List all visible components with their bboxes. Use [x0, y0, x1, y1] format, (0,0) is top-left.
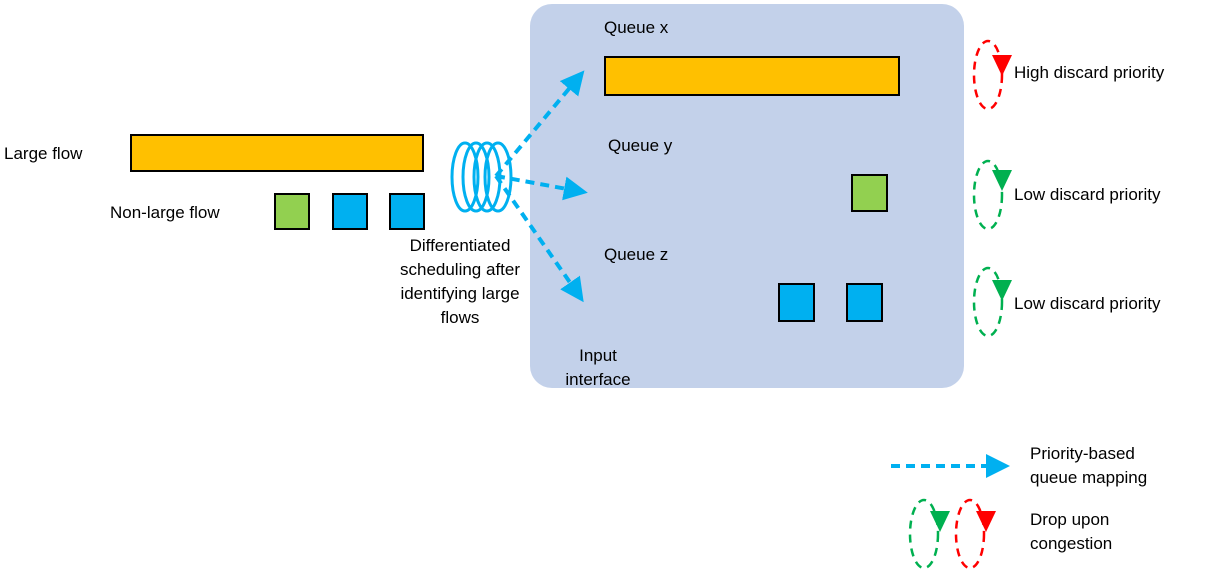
- legend-drop-symbol-low: [908, 498, 950, 570]
- drop-symbol-low-queue-z: [972, 266, 1012, 338]
- arrow-to-queue-y: [495, 174, 588, 201]
- queue-x-priority-label: High discard priority: [1014, 63, 1165, 82]
- large-flow-bar: [130, 134, 424, 172]
- queue-y-label: Queue y: [608, 136, 673, 155]
- non-large-packet-blue: [389, 193, 425, 230]
- queue-y-packet: [851, 174, 888, 212]
- legend-drop-symbol-high: [954, 498, 996, 570]
- legend-drop-label: Drop upon congestion: [1030, 508, 1112, 556]
- queue-y-priority-label: Low discard priority: [1014, 185, 1161, 204]
- scheduling-label-line: identifying large: [400, 284, 520, 303]
- queue-z-label: Queue z: [604, 245, 669, 264]
- non-large-flow-label: Non-large flow: [110, 203, 220, 222]
- input-interface-label-line: Input: [579, 346, 617, 365]
- drop-symbol-low-queue-y: [972, 159, 1012, 231]
- scheduler-coil-icon: [450, 141, 513, 213]
- large-flow-label: Large flow: [4, 144, 83, 163]
- arrow-to-queue-z: [494, 174, 584, 303]
- input-interface-label: Input interface: [560, 344, 636, 392]
- queue-z-packet: [778, 283, 815, 322]
- non-large-packet-green: [274, 193, 310, 230]
- legend-mapping-label-line: queue mapping: [1030, 468, 1148, 487]
- queue-z-packet: [846, 283, 883, 322]
- input-interface-label-line: interface: [565, 370, 631, 389]
- legend-drop-label-line: Drop upon: [1030, 510, 1110, 529]
- scheduling-label-line: flows: [440, 308, 480, 327]
- scheduling-label-line: Differentiated: [409, 236, 511, 255]
- scheduling-label-line: scheduling after: [399, 260, 521, 279]
- queue-x-label: Queue x: [604, 18, 669, 37]
- non-large-packet-blue: [332, 193, 368, 230]
- scheduling-label: Differentiated scheduling after identify…: [380, 234, 540, 330]
- queue-x-packet: [604, 56, 900, 96]
- drop-symbol-high-queue-x: [972, 39, 1012, 111]
- legend-mapping-label-line: Priority-based: [1030, 444, 1135, 463]
- arrow-to-queue-x: [494, 70, 585, 178]
- legend-drop-label-line: congestion: [1030, 534, 1113, 553]
- queue-z-priority-label: Low discard priority: [1014, 294, 1161, 313]
- mapping-arrows: [494, 70, 588, 303]
- legend-mapping-label: Priority-based queue mapping: [1030, 442, 1147, 490]
